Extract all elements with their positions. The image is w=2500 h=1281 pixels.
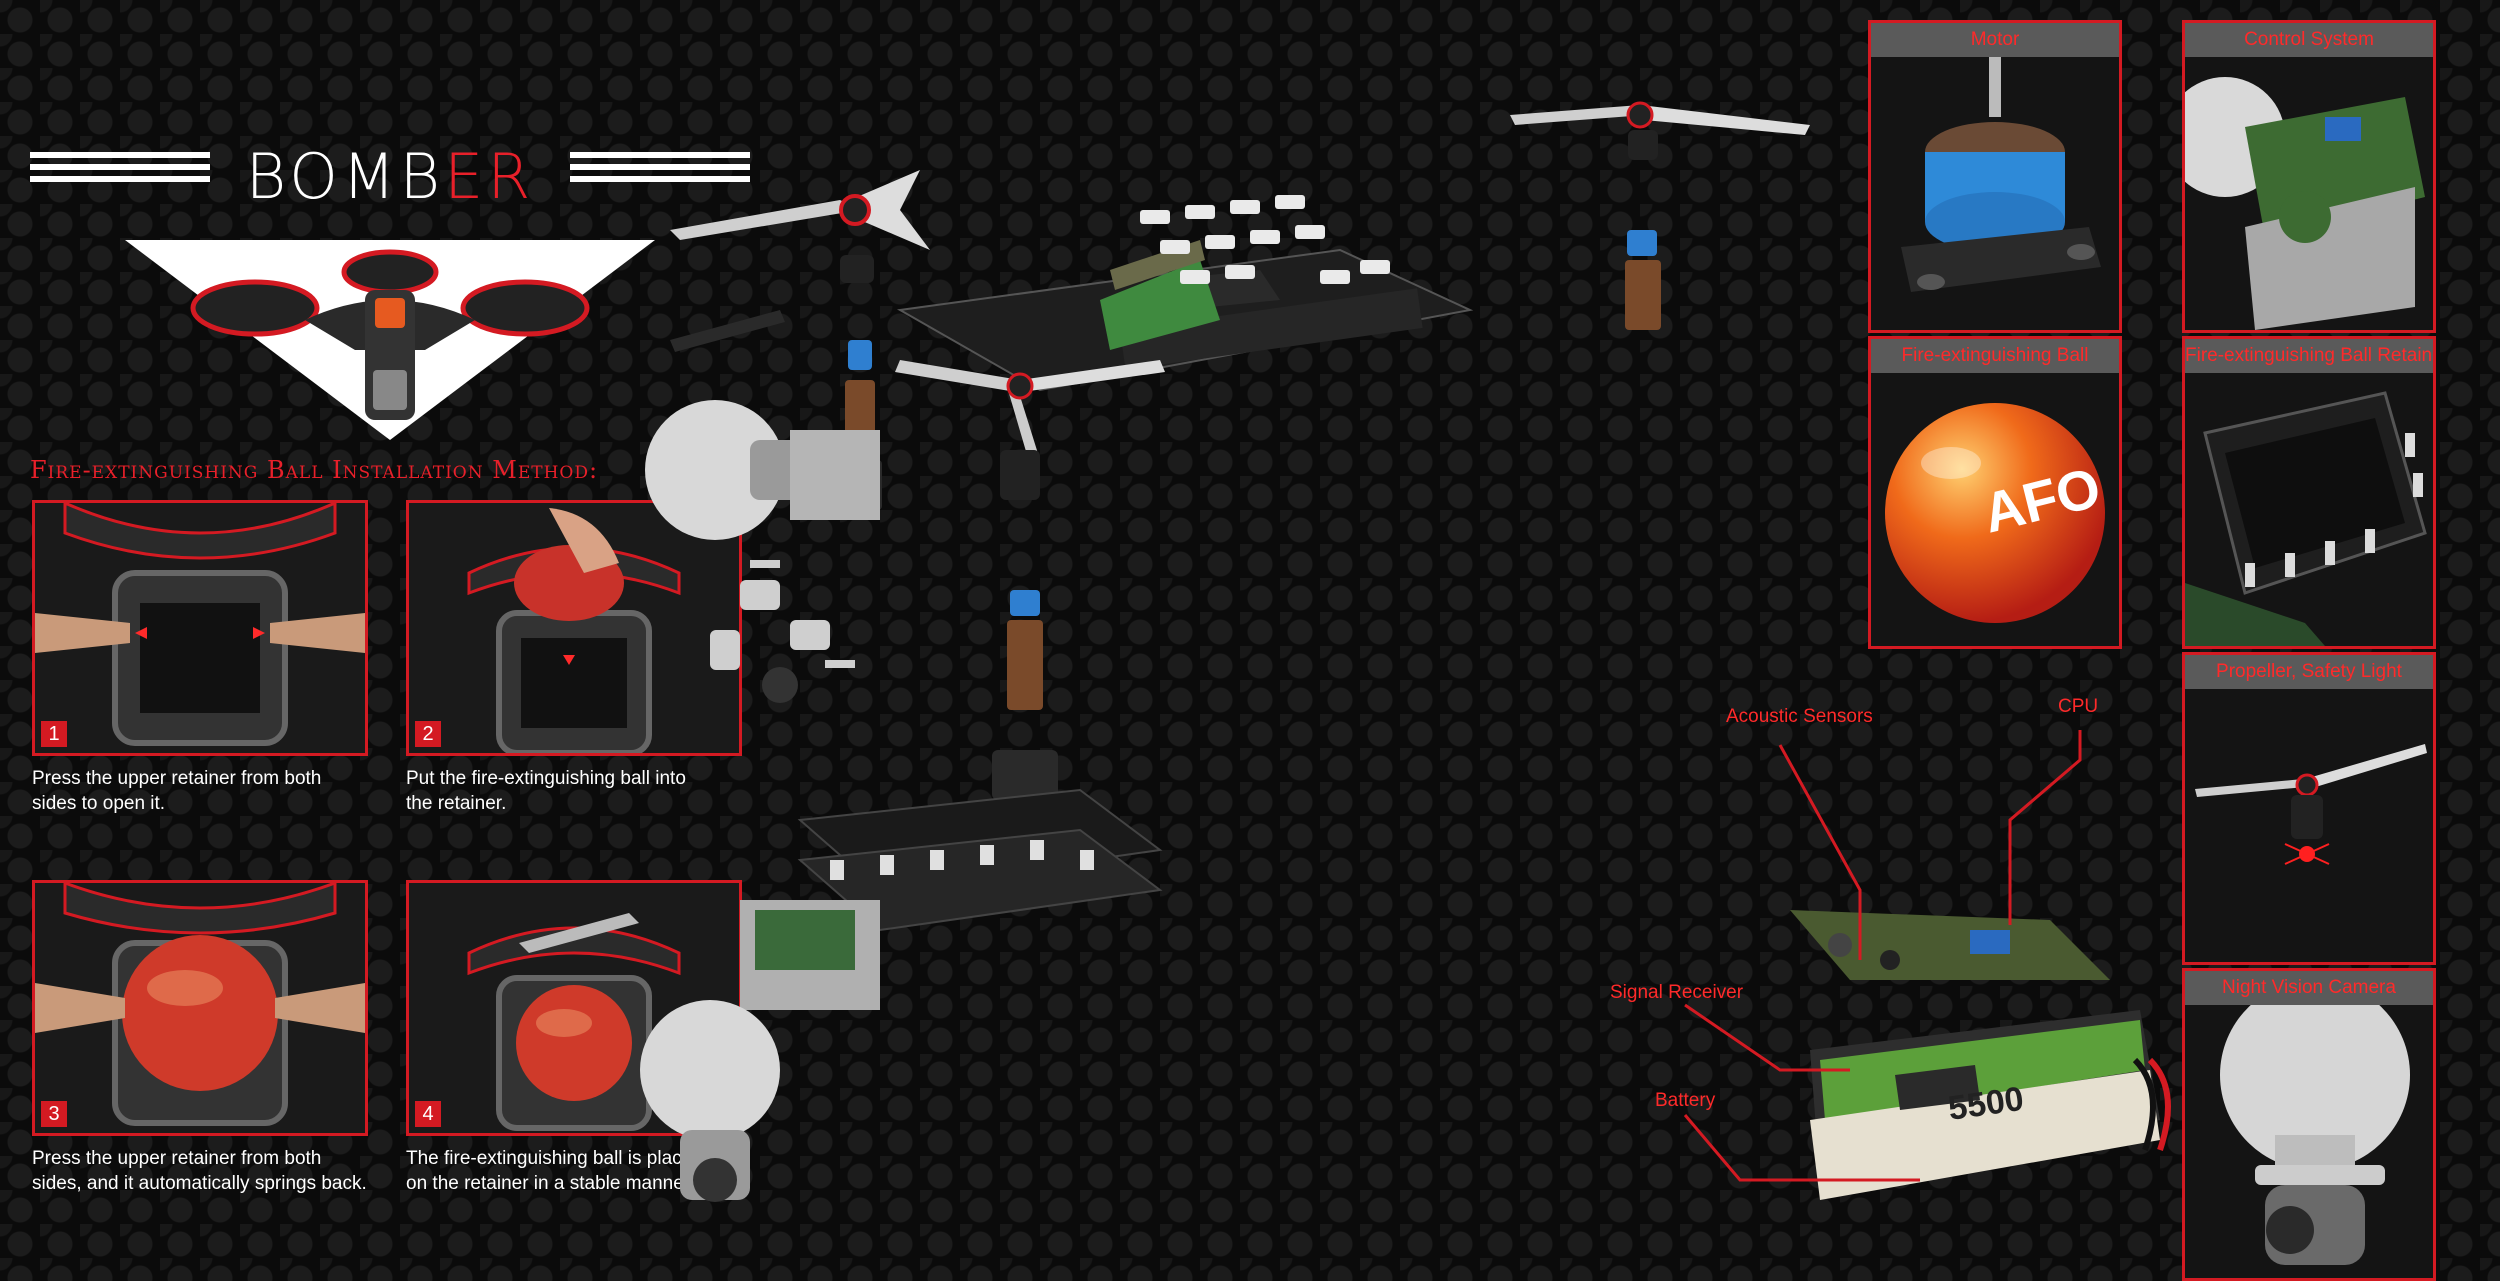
- step-caption-line1: Press the upper retainer from both: [32, 1148, 322, 1169]
- step-3: 3 Press the upper retainer from both side…: [32, 880, 368, 1196]
- step-number: 1: [41, 721, 67, 747]
- step-caption-line1: Press the upper retainer from both: [32, 768, 322, 789]
- step-2-image: 2: [406, 500, 742, 756]
- logo-text-part1: BOMB: [245, 140, 445, 213]
- brand-logo: BOMBER: [30, 140, 750, 213]
- panel-title: Fire-extinguishing Ball Retainer: [2185, 339, 2433, 373]
- logo-wordmark: BOMBER: [225, 140, 555, 213]
- step-caption-line1: Put the fire-extinguishing ball into: [406, 768, 686, 789]
- step-caption-line2: the retainer.: [406, 793, 507, 814]
- step-caption-line2: sides to open it.: [32, 793, 166, 814]
- callout-signal-receiver: Signal Receiver: [1610, 982, 1744, 1003]
- callout-acoustic-sensors: Acoustic Sensors: [1726, 706, 1873, 727]
- panel-night-vision-camera: Night Vision Camera: [2182, 968, 2436, 1281]
- hero-drone-image: [125, 240, 655, 440]
- step-number: 4: [415, 1101, 441, 1127]
- step-1: 1 Press the upper retainer from both side…: [32, 500, 368, 816]
- panel-ball-retainer: Fire-extinguishing Ball Retainer: [2182, 336, 2436, 649]
- step-caption: Press the upper retainer from both sides …: [32, 766, 368, 816]
- panel-fire-ball: Fire-extinguishing Ball AFO: [1868, 336, 2122, 649]
- panel-propeller-light: Propeller, Safety Light: [2182, 652, 2436, 965]
- panel-title: Propeller, Safety Light: [2185, 655, 2433, 689]
- callout-battery: Battery: [1655, 1090, 1716, 1111]
- panel-title: Fire-extinguishing Ball: [1871, 339, 2119, 373]
- step-caption: Press the upper retainer from both sides,…: [32, 1146, 368, 1196]
- panel-title: Night Vision Camera: [2185, 971, 2433, 1005]
- installation-section-title: Fire-extinguishing Ball Installation Met…: [30, 456, 599, 484]
- step-number: 3: [41, 1101, 67, 1127]
- step-3-image: 3: [32, 880, 368, 1136]
- step-caption: Put the fire-extinguishing ball into the …: [406, 766, 742, 816]
- step-caption-line2: on the retainer in a stable manner.: [406, 1173, 695, 1194]
- panel-motor: Motor: [1868, 20, 2122, 333]
- panel-control-system: Control System: [2182, 20, 2436, 333]
- logo-text-part2: ER: [444, 140, 535, 213]
- panel-title: Control System: [2185, 23, 2433, 57]
- exploded-drone-render: [640, 101, 1810, 1202]
- panel-title: Motor: [1871, 23, 2119, 57]
- callout-cpu: CPU: [2058, 696, 2099, 717]
- logo-stripes-left: [30, 152, 210, 198]
- step-caption-line2: sides, and it automatically springs back…: [32, 1173, 367, 1194]
- step-2: 2 Put the fire-extinguishing ball into th…: [406, 500, 742, 816]
- step-caption: The fire-extinguishing ball is placed on …: [406, 1146, 742, 1196]
- electronics-assembly-render: 5500: [1790, 910, 2171, 1200]
- step-number: 2: [415, 721, 441, 747]
- logo-stripes-right: [570, 152, 750, 198]
- step-1-image: 1: [32, 500, 368, 756]
- step-caption-line1: The fire-extinguishing ball is placed: [406, 1148, 703, 1169]
